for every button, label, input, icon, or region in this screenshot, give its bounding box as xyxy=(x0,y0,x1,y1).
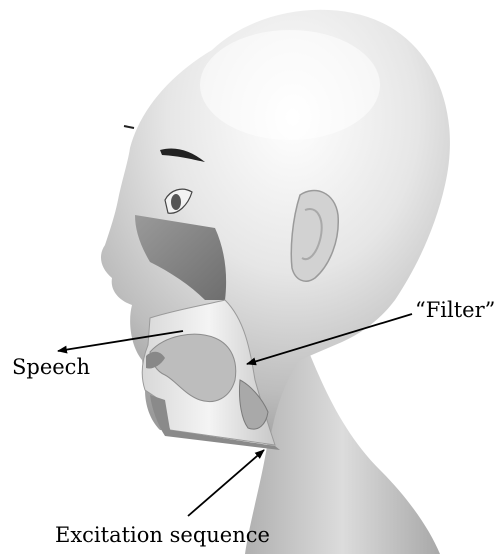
speech-label: Speech xyxy=(12,357,90,378)
excitation-arrow xyxy=(188,450,264,516)
excitation-sequence-label: Excitation sequence xyxy=(55,525,270,546)
iris xyxy=(171,194,181,210)
filter-label: “Filter” xyxy=(415,300,495,321)
brow-line xyxy=(124,126,134,128)
forehead-highlight xyxy=(200,30,380,140)
